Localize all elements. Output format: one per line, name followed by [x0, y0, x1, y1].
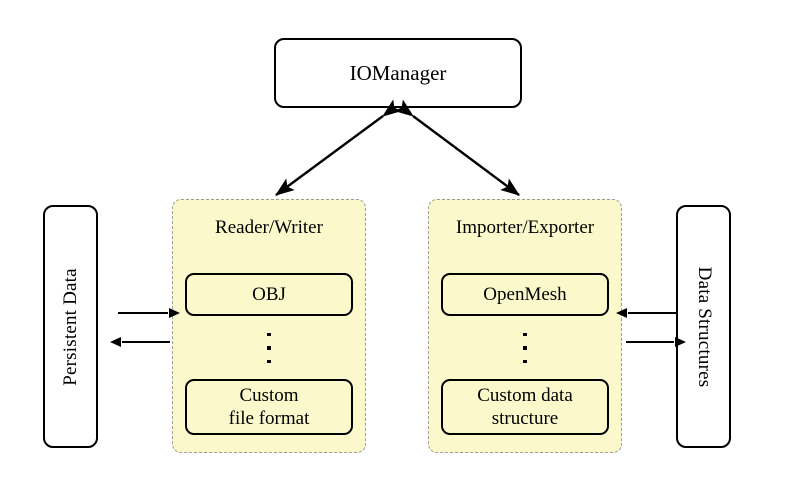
ellipsis-dot: [267, 359, 271, 363]
importer-exporter-ellipsis: [429, 333, 621, 363]
node-persistent-data[interactable]: Persistent Data: [43, 205, 98, 448]
arrow-structures-to-exporter: [628, 312, 676, 314]
node-custom-data-structure-line1: Custom data: [477, 384, 573, 406]
reader-writer-ellipsis: [173, 333, 365, 363]
node-data-structures[interactable]: Data Structures: [676, 205, 731, 448]
ellipsis-dot: [267, 333, 271, 337]
node-custom-data-structure[interactable]: Custom data structure: [441, 379, 609, 435]
node-iomanager-label: IOManager: [349, 60, 447, 85]
ellipsis-dot: [523, 333, 527, 337]
panel-importer-exporter: Importer/Exporter OpenMesh Custom data s…: [428, 199, 622, 453]
arrow-reader-to-persistent: [122, 341, 170, 343]
ellipsis-dot: [267, 346, 271, 350]
panel-importer-exporter-title: Importer/Exporter: [455, 217, 595, 238]
panel-reader-writer-title: Reader/Writer: [215, 217, 323, 238]
node-obj-label: OBJ: [252, 283, 286, 305]
node-iomanager[interactable]: IOManager: [274, 38, 522, 108]
arrow-exporter-to-structures: [626, 341, 674, 343]
node-custom-file-format[interactable]: Custom file format: [185, 379, 353, 435]
node-data-structures-label: Data Structures: [693, 266, 715, 387]
ellipsis-dot: [523, 346, 527, 350]
node-persistent-data-label: Persistent Data: [59, 267, 81, 386]
ellipsis-dot: [523, 359, 527, 363]
node-custom-file-format-line1: Custom: [239, 384, 299, 406]
node-obj[interactable]: OBJ: [185, 273, 353, 316]
node-custom-data-structure-line2: structure: [491, 408, 559, 429]
node-custom-data-structure-label: Custom data structure: [477, 384, 573, 430]
panel-reader-writer: Reader/Writer OBJ Custom file format: [172, 199, 366, 453]
node-openmesh-label: OpenMesh: [483, 283, 567, 305]
arrow-persistent-to-reader: [118, 312, 168, 314]
arrow-iomanager-importer-exporter: [394, 99, 520, 196]
arrow-iomanager-reader-writer: [275, 99, 402, 196]
node-openmesh[interactable]: OpenMesh: [441, 273, 609, 316]
node-custom-file-format-label: Custom file format: [229, 384, 310, 430]
node-custom-file-format-line2: file format: [228, 408, 310, 429]
